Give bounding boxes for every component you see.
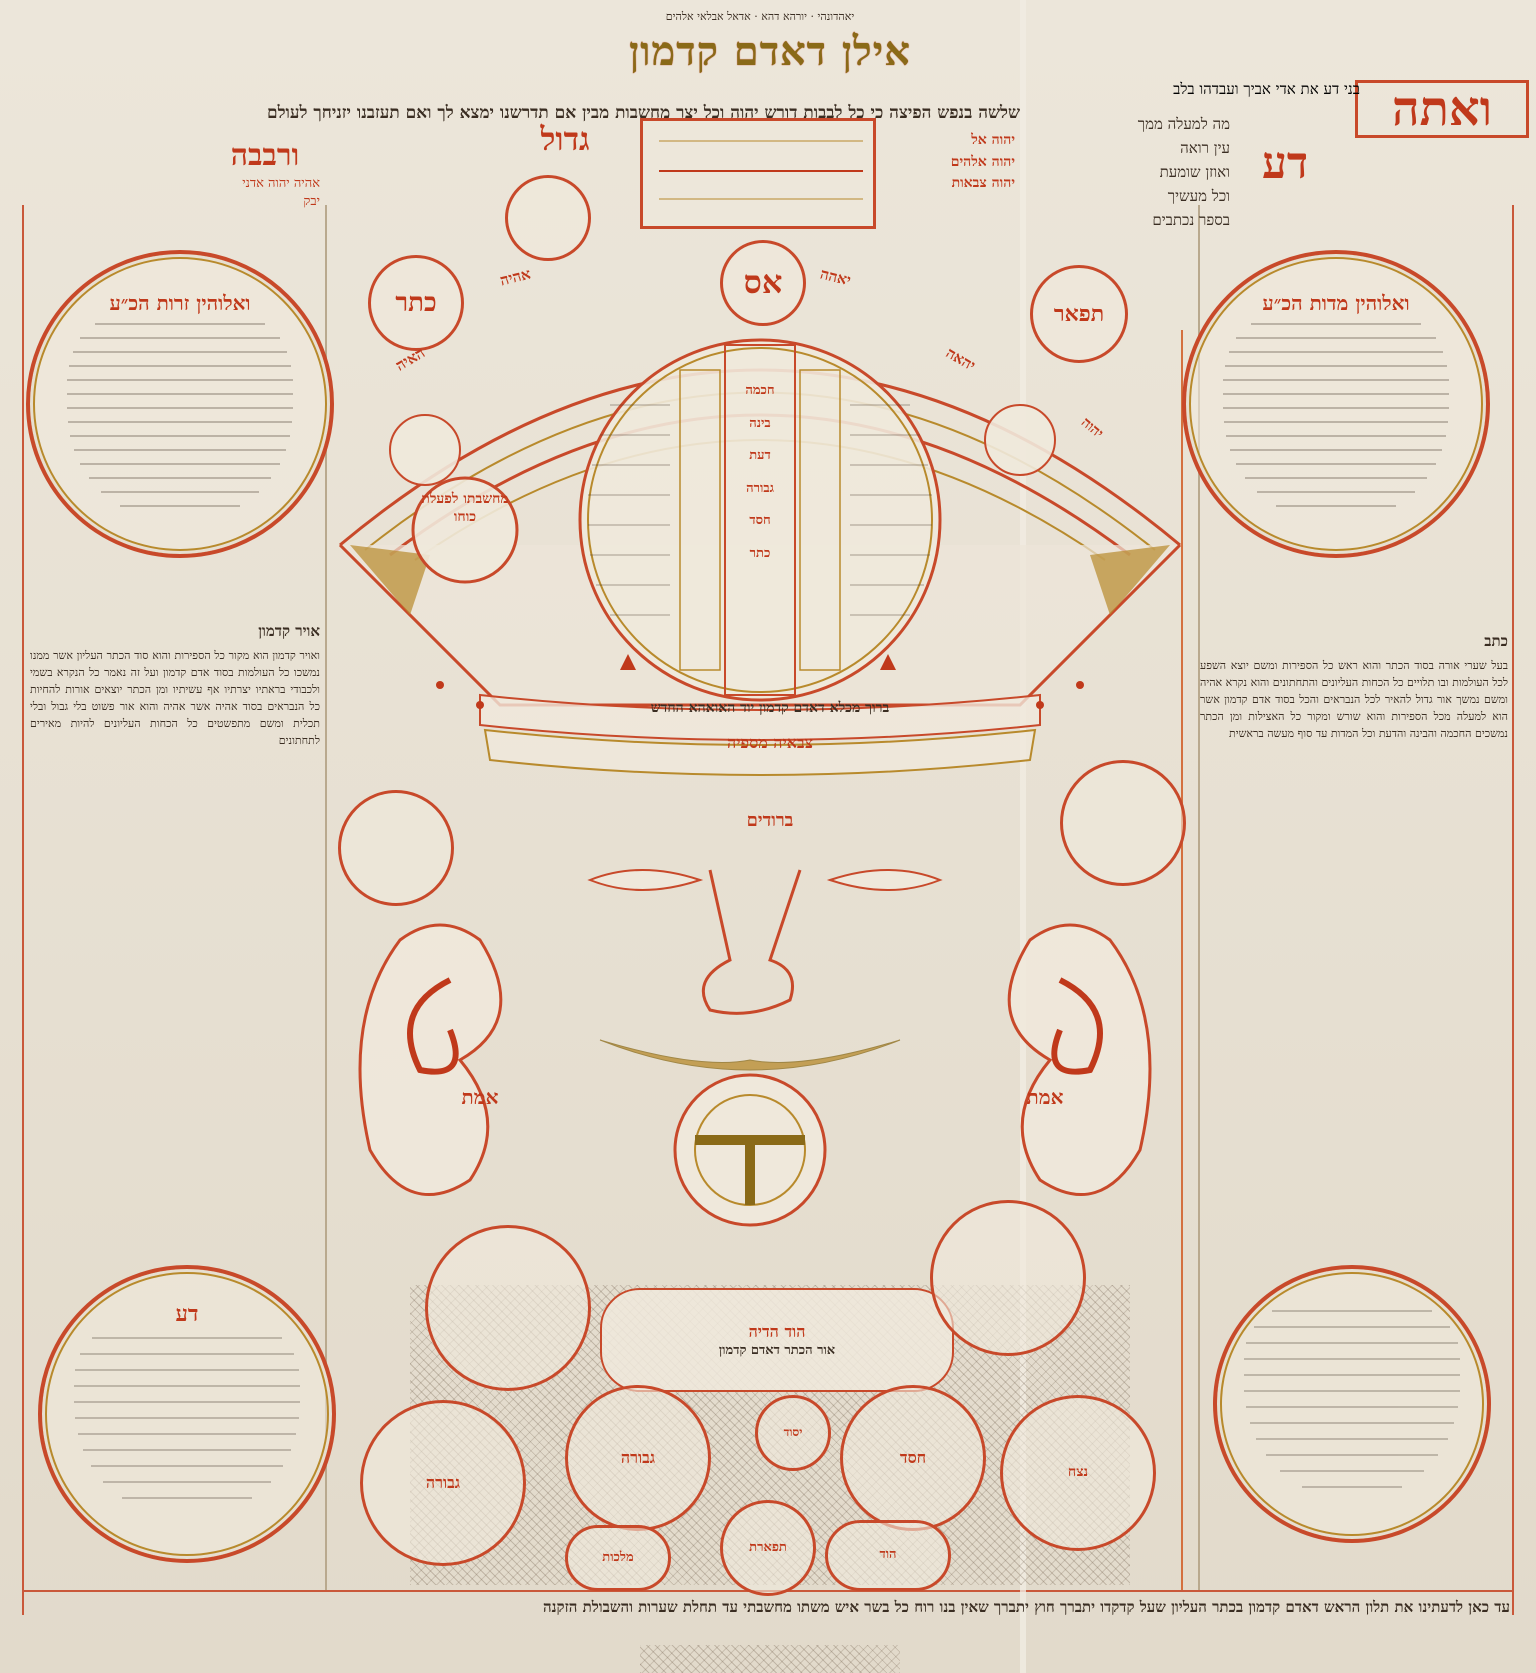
crown-center-label: אס bbox=[744, 265, 783, 300]
beard-circle: מלכות bbox=[565, 1525, 671, 1591]
beard-circle: הוד bbox=[825, 1520, 951, 1591]
left-top-circle: ואלוהין זרות הכ״ע bbox=[26, 250, 334, 558]
beard-circle-label: גבורה bbox=[621, 1449, 655, 1467]
beard-circle-label: מלכות bbox=[602, 1551, 633, 1565]
crown-center-circle: אס bbox=[720, 240, 806, 326]
beard-circle: גבורה bbox=[565, 1385, 711, 1531]
right-column: כתב בעל שערי אורה בסוד הכתר והוא ראש כל … bbox=[1200, 632, 1508, 1237]
upper-right-line: מה למעלה ממך bbox=[1030, 112, 1230, 136]
right-title: ואתה bbox=[1355, 80, 1529, 138]
right-verse: בני דע את אדי אביך ועבדהו בלב bbox=[1030, 80, 1360, 99]
left-bottom-circle: דע bbox=[38, 1265, 336, 1563]
sefira-label: דעת bbox=[727, 440, 793, 473]
left-top-circle-text-lines bbox=[65, 314, 295, 524]
beard-circle-label: תפארת bbox=[749, 1541, 787, 1555]
left-bottom-circle-title: דע bbox=[175, 1302, 198, 1326]
sefira-label: בינה bbox=[727, 408, 793, 441]
names-frame-lines bbox=[649, 121, 873, 220]
beard-circle: תפארת bbox=[720, 1500, 816, 1596]
beard-circle-upper-right bbox=[930, 1200, 1086, 1356]
sefira-label: כתר bbox=[727, 538, 793, 571]
mind-circle-label: מחשבתו לפעלת כוחו bbox=[417, 490, 513, 526]
beard-circle: נצח bbox=[1000, 1395, 1156, 1551]
face-side-circle-left bbox=[338, 790, 454, 906]
upper-left-word: ורבבה bbox=[210, 138, 320, 173]
frame-right bbox=[1512, 205, 1514, 1615]
left-bottom-circle-text-lines bbox=[72, 1326, 302, 1526]
face-drawing bbox=[330, 820, 1180, 1240]
beard-hod-label: הוד הדיה bbox=[749, 1322, 806, 1342]
left-column-heading: אויר קדמון bbox=[30, 622, 320, 641]
beard-circle: חסד bbox=[840, 1385, 986, 1531]
left-column: אויר קדמון ואויר קדמון הוא מקור כל הספיר… bbox=[30, 622, 320, 1197]
upper-right-verses: מה למעלה ממך עין רואה ואוזן שומעת וכל מע… bbox=[1030, 112, 1230, 232]
sefira-label: חסד bbox=[727, 505, 793, 538]
upper-left-name: אהיה יהוה אדני bbox=[40, 175, 320, 193]
header-small-names: יאהדונהי · יורהא דהא · אדאל אבלאי אלהים bbox=[560, 10, 960, 23]
crown-band-text: ברוך מכלא דאדם קדמון יוד האואהא החדש bbox=[500, 700, 1040, 717]
divine-name: יהוה אלהים bbox=[880, 152, 1015, 174]
right-column-text: בעל שערי אורה בסוד הכתר והוא ראש כל הספי… bbox=[1200, 657, 1508, 1237]
names-frame bbox=[640, 118, 876, 229]
page-title: אילן דאדם קדמון bbox=[535, 28, 1005, 75]
beard-center-text: אור הכתר דאדם קדמון bbox=[719, 1342, 835, 1358]
footer-line: עד כאן לדעתינו את תלון הראש דאדם קדמון ב… bbox=[30, 1598, 1510, 1617]
sefira-label: גבורה bbox=[727, 473, 793, 506]
beard-circle-label: יסוד bbox=[784, 1426, 803, 1439]
divine-name: יהוה אל bbox=[880, 130, 1015, 152]
upper-left-name: יבק bbox=[40, 193, 320, 211]
right-top-circle-text-lines bbox=[1221, 314, 1451, 524]
beard-circle-label: גבורה bbox=[426, 1474, 460, 1492]
bottom-strip-hatching bbox=[640, 1645, 900, 1673]
divine-names-column: יהוה אל יהוה אלהים יהוה צבאות bbox=[880, 130, 1015, 195]
right-bottom-circle bbox=[1213, 1265, 1491, 1543]
upper-right-line: ואוזן שומעת bbox=[1030, 160, 1230, 184]
left-column-text: ואויר קדמון הוא מקור כל הספירות והוא סוד… bbox=[30, 647, 320, 1197]
frame-left bbox=[22, 205, 24, 1615]
upper-right-line: עין רואה bbox=[1030, 136, 1230, 160]
right-bottom-circle-text-lines bbox=[1242, 1299, 1462, 1509]
beard-circle-label: הוד bbox=[879, 1548, 896, 1562]
upper-right-line: וכל מעשיך bbox=[1030, 184, 1230, 208]
beard-circle-label: נצח bbox=[1068, 1465, 1088, 1480]
beard-circle: גבורה bbox=[360, 1400, 526, 1566]
beard-circle: יסוד bbox=[755, 1395, 831, 1471]
gadol-word: גדול bbox=[505, 120, 625, 158]
right-top-circle: ואלוהין מדות הכ״ע bbox=[1182, 250, 1490, 558]
crown-band-text-2: צבאיה מספיה bbox=[560, 733, 980, 753]
face-right-label: אמת bbox=[1005, 1085, 1085, 1110]
left-top-circle-title: ואלוהין זרות הכ״ע bbox=[109, 292, 250, 314]
face-left-label: אמת bbox=[440, 1085, 520, 1110]
face-side-circle-right bbox=[1060, 760, 1186, 886]
divine-name: יהוה צבאות bbox=[880, 173, 1015, 195]
crown-center-column: חכמה בינה דעת גבורה חסד כתר bbox=[727, 375, 793, 570]
beard-circle-label: חסד bbox=[900, 1449, 926, 1467]
sefira-label: חכמה bbox=[727, 375, 793, 408]
upper-left-names: אהיה יהוה אדני יבק bbox=[40, 175, 320, 211]
right-column-heading: כתב bbox=[1200, 632, 1508, 651]
beard-circle-upper-left bbox=[425, 1225, 591, 1391]
right-subtitle: דע bbox=[1245, 138, 1325, 189]
beard-center-cartouche: הוד הדיה אור הכתר דאדם קדמון bbox=[600, 1288, 954, 1392]
right-top-circle-title: ואלוהין מדות הכ״ע bbox=[1262, 292, 1409, 314]
